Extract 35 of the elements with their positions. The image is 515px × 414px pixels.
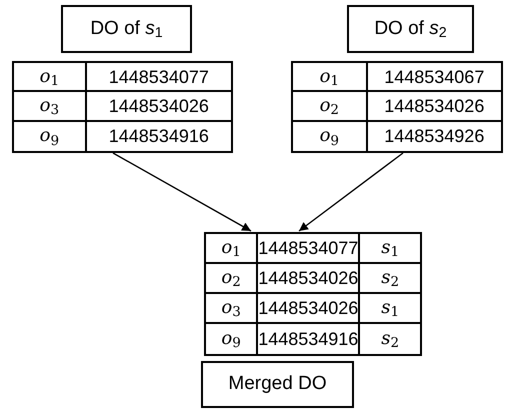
timestamp: 1448534916 xyxy=(108,127,209,146)
object-name: o$_{3}$ xyxy=(40,96,60,115)
timestamp: 1448534067 xyxy=(384,68,484,86)
arrow xyxy=(112,152,252,232)
timestamp: 1448534077 xyxy=(108,68,209,86)
object-name: o$_{2}$ xyxy=(221,269,241,287)
timestamp: 1448534077 xyxy=(258,239,358,257)
object-name: o$_{3}$ xyxy=(221,299,241,317)
table-title: Merged DO xyxy=(228,372,327,396)
object-name: o$_{1}$ xyxy=(320,68,339,86)
title-box xyxy=(201,361,354,408)
data-table xyxy=(12,61,233,153)
timestamp: 1448534026 xyxy=(384,96,484,115)
data-table xyxy=(204,232,422,356)
data-table xyxy=(291,61,503,153)
object-name: o$_{2}$ xyxy=(320,96,339,115)
timestamp: 1448534026 xyxy=(108,96,209,115)
title-box xyxy=(347,5,474,53)
timestamp: 1448534026 xyxy=(258,269,358,287)
object-name: o$_{9}$ xyxy=(320,127,339,146)
server-name: s$_{1}$ xyxy=(381,299,400,317)
object-name: o$_{9}$ xyxy=(221,330,241,348)
timestamp: 1448534926 xyxy=(384,127,484,146)
timestamp: 1448534026 xyxy=(258,299,358,317)
table-title: DO of s$_{1}$ xyxy=(90,16,163,44)
object-name: o$_{1}$ xyxy=(221,239,241,257)
server-name: s$_{2}$ xyxy=(381,269,400,287)
arrow xyxy=(298,152,404,232)
object-name: o$_{9}$ xyxy=(40,127,60,146)
title-box xyxy=(61,5,192,53)
server-name: s$_{2}$ xyxy=(381,330,400,348)
timestamp: 1448534916 xyxy=(258,330,358,348)
server-name: s$_{1}$ xyxy=(381,239,400,257)
object-name: o$_{1}$ xyxy=(40,68,60,86)
table-title: DO of s$_{2}$ xyxy=(374,16,447,44)
